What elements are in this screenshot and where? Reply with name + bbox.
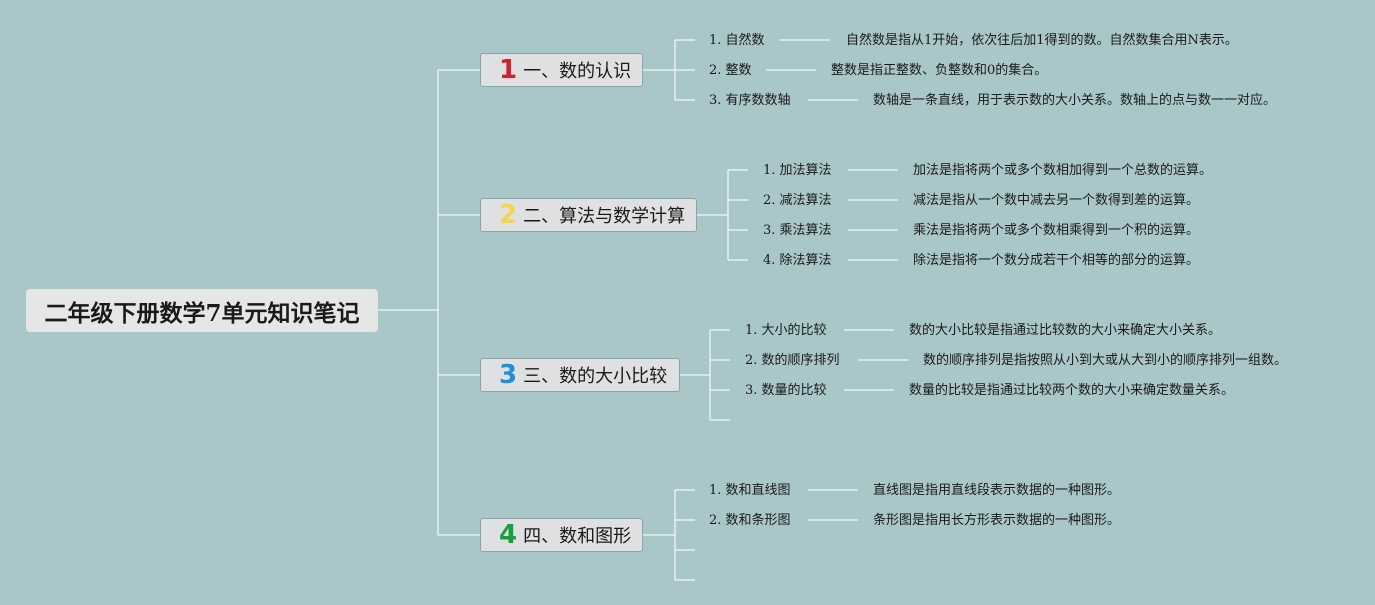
topic-2-item-4[interactable]: 4. 除法算法 bbox=[763, 253, 832, 268]
topic-1-label: 一、数的认识 bbox=[523, 61, 632, 82]
topic-4-item-2-desc: 条形图是指用长方形表示数据的一种图形。 bbox=[873, 513, 1121, 528]
topic-1-item-3-desc: 数轴是一条直线，用于表示数的大小关系。数轴上的点与数一一对应。 bbox=[873, 93, 1277, 108]
topic-3-label: 三、数的大小比较 bbox=[523, 366, 668, 387]
topic-4-node[interactable]: 4 四、数和图形 bbox=[480, 518, 643, 552]
topic-1-item-1[interactable]: 1. 自然数 bbox=[709, 33, 765, 48]
topic-4-item-1-desc: 直线图是指用直线段表示数据的一种图形。 bbox=[873, 483, 1121, 498]
topic-2-item-4-desc: 除法是指将一个数分成若干个相等的部分的运算。 bbox=[913, 253, 1200, 268]
topic-1-item-3[interactable]: 3. 有序数数轴 bbox=[709, 93, 791, 108]
topic-3-item-3-desc: 数量的比较是指通过比较两个数的大小来确定数量关系。 bbox=[909, 383, 1235, 398]
topic-1-item-2-desc: 整数是指正整数、负整数和0的集合。 bbox=[831, 63, 1048, 78]
number-four-icon: 4 bbox=[499, 520, 518, 550]
topic-3-item-1-desc: 数的大小比较是指通过比较数的大小来确定大小关系。 bbox=[909, 323, 1222, 338]
number-one-icon: 1 bbox=[499, 55, 518, 85]
topic-3-item-2[interactable]: 2. 数的顺序排列 bbox=[745, 353, 840, 368]
topic-2-label: 二、算法与数学计算 bbox=[523, 206, 686, 227]
number-three-icon: 3 bbox=[499, 360, 518, 390]
topic-2-item-3-desc: 乘法是指将两个或多个数相乘得到一个积的运算。 bbox=[913, 223, 1200, 238]
topic-2-item-2[interactable]: 2. 减法算法 bbox=[763, 193, 832, 208]
topic-1-item-2[interactable]: 2. 整数 bbox=[709, 63, 752, 78]
number-two-icon: 2 bbox=[499, 200, 518, 230]
topic-2-item-3[interactable]: 3. 乘法算法 bbox=[763, 223, 832, 238]
topic-4-item-1[interactable]: 1. 数和直线图 bbox=[709, 483, 791, 498]
topic-3-node[interactable]: 3 三、数的大小比较 bbox=[480, 358, 680, 392]
topic-2-item-2-desc: 减法是指从一个数中减去另一个数得到差的运算。 bbox=[913, 193, 1200, 208]
topic-1-item-1-desc: 自然数是指从1开始，依次往后加1得到的数。自然数集合用N表示。 bbox=[846, 33, 1238, 48]
topic-3-item-2-desc: 数的顺序排列是指按照从小到大或从大到小的顺序排列一组数。 bbox=[923, 353, 1288, 368]
topic-1-node[interactable]: 1 一、数的认识 bbox=[480, 53, 643, 87]
topic-4-label: 四、数和图形 bbox=[523, 526, 632, 547]
topic-3-item-1[interactable]: 1. 大小的比较 bbox=[745, 323, 827, 338]
root-title: 二年级下册数学7单元知识笔记 bbox=[26, 289, 378, 332]
topic-2-item-1-desc: 加法是指将两个或多个数相加得到一个总数的运算。 bbox=[913, 163, 1213, 178]
topic-3-item-3[interactable]: 3. 数量的比较 bbox=[745, 383, 827, 398]
topic-2-item-1[interactable]: 1. 加法算法 bbox=[763, 163, 832, 178]
topic-2-node[interactable]: 2 二、算法与数学计算 bbox=[480, 198, 697, 232]
topic-4-item-2[interactable]: 2. 数和条形图 bbox=[709, 513, 791, 528]
